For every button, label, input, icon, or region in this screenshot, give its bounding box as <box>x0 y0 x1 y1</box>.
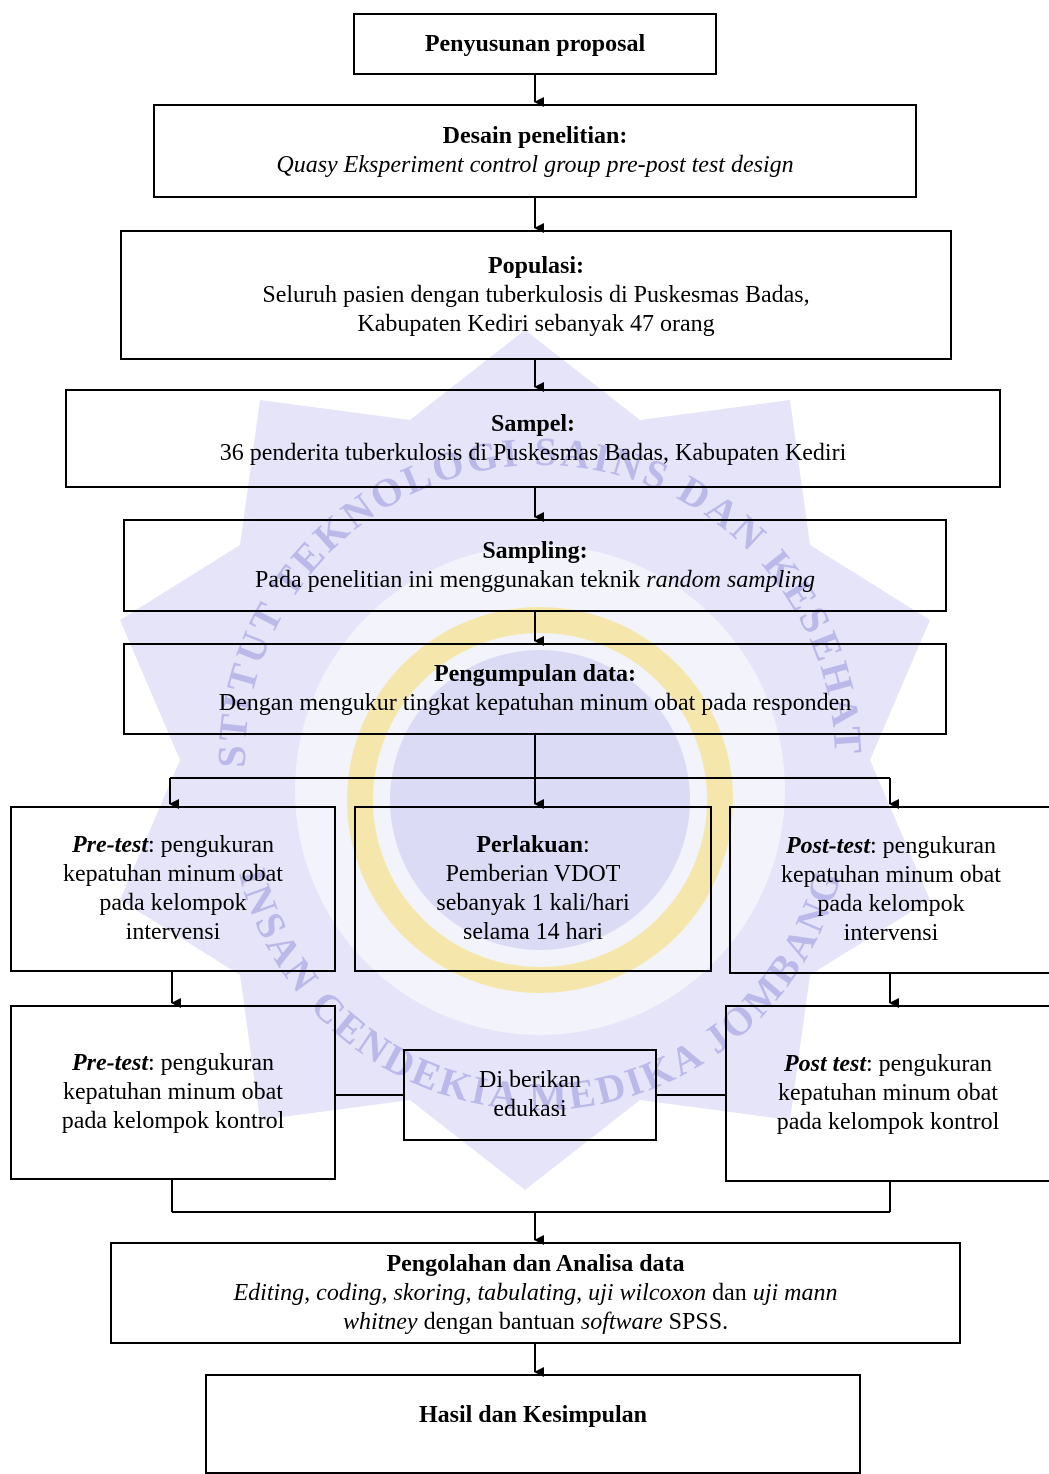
desain-text: Quasy Eksperiment control group pre-post… <box>276 152 794 178</box>
pretest-kontrol-label: Pre-test <box>72 1050 148 1076</box>
pretest-intervensi-label: Pre-test <box>72 832 148 858</box>
posttest-kontrol-box: Post test: pengukuran kepatuhan minum ob… <box>725 1005 1049 1182</box>
desain-box: Desain penelitian: Quasy Eksperiment con… <box>153 104 917 198</box>
pengolahan-title: Pengolahan dan Analisa data <box>386 1250 685 1277</box>
edukasi-line2: edukasi <box>493 1096 567 1122</box>
logo-yellow-ring <box>347 607 733 993</box>
sampel-box: Sampel: 36 penderita tuberkulosis di Pus… <box>65 389 1001 488</box>
proposal-title: Penyusunan proposal <box>424 30 646 57</box>
sampel-title: Sampel: <box>491 410 575 437</box>
pengolahan-box: Pengolahan dan Analisa data Editing, cod… <box>110 1242 961 1344</box>
populasi-line2: Kabupaten Kediri sebanyak 47 orang <box>357 310 715 337</box>
posttest-intervensi-box: Post-test: pengukuran kepatuhan minum ob… <box>729 806 1049 974</box>
edukasi-line1: Di berikan <box>479 1067 581 1093</box>
sampling-method: random sampling <box>646 566 815 593</box>
pretest-kontrol-box: Pre-test: pengukuran kepatuhan minum oba… <box>10 1005 336 1180</box>
desain-title: Desain penelitian: <box>442 123 628 149</box>
pengumpulan-title: Pengumpulan data: <box>433 661 637 687</box>
posttest-kontrol-label: Post test <box>784 1051 867 1077</box>
sampel-text: 36 penderita tuberkulosis di Puskesmas B… <box>219 439 847 466</box>
pengumpulan-box: Pengumpulan data: Dengan mengukur tingka… <box>123 643 947 735</box>
perlakuan-label: Perlakuan <box>476 832 583 858</box>
pengumpulan-text: Dengan mengukur tingkat kepatuhan minum … <box>218 690 852 716</box>
populasi-box: Populasi: Seluruh pasien dengan tuberkul… <box>120 230 952 360</box>
populasi-title: Populasi: <box>487 252 585 279</box>
pretest-intervensi-box: Pre-test: pengukuran kepatuhan minum oba… <box>10 806 336 972</box>
sampling-title: Sampling: <box>482 537 588 564</box>
proposal-box: Penyusunan proposal <box>353 13 717 75</box>
populasi-line1: Seluruh pasien dengan tuberkulosis di Pu… <box>262 281 810 308</box>
posttest-intervensi-label: Post-test <box>786 833 871 859</box>
perlakuan-box: Perlakuan: Pemberian VDOT sebanyak 1 kal… <box>354 806 712 972</box>
edukasi-box: Di berikan edukasi <box>403 1049 657 1141</box>
sampling-box: Sampling: Pada penelitian ini menggunaka… <box>123 519 947 612</box>
pengolahan-line2: whitney dengan bantuan software SPSS. <box>342 1308 729 1335</box>
pengolahan-line1: Editing, coding, skoring, tabulating, uj… <box>233 1279 838 1306</box>
sampling-text: Pada penelitian ini menggunakan teknik r… <box>255 566 815 593</box>
hasil-title: Hasil dan Kesimpulan <box>418 1402 648 1428</box>
hasil-box: Hasil dan Kesimpulan <box>205 1374 861 1474</box>
